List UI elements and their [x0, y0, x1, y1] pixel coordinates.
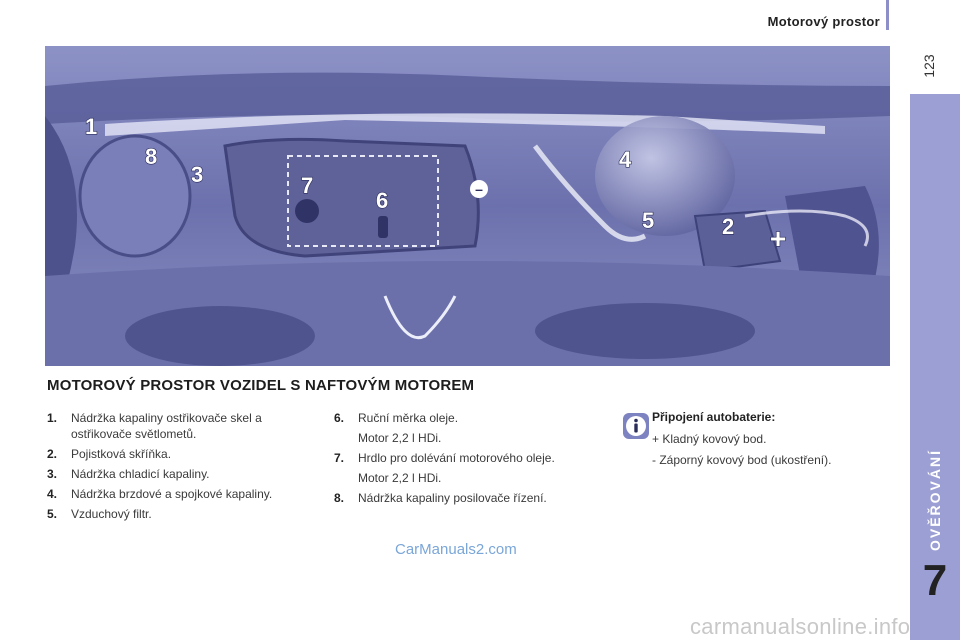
component-list-right: 6. Ruční měrka oleje. Motor 2,2 l HDi. 7… — [334, 410, 604, 510]
left-headlamp-bay — [125, 306, 315, 366]
engine-bay-illustration: – + 1 8 3 7 6 4 5 2 — [45, 46, 890, 366]
list-item-text: Vzduchový filtr. — [71, 507, 152, 521]
watermark-link[interactable]: CarManuals2.com — [395, 541, 517, 558]
callout-5: 5 — [642, 208, 654, 233]
component-list-left: 1. Nádržka kapaliny ostřikovače skel a o… — [47, 410, 307, 526]
dipstick-handle — [378, 216, 388, 238]
right-headlamp-bay — [535, 303, 755, 359]
info-line-positive: + Kladný kovový bod. — [652, 432, 767, 446]
callout-2: 2 — [722, 214, 734, 239]
footer-watermark: carmanualsonline.info — [690, 614, 911, 639]
callout-1: 1 — [85, 114, 97, 139]
list-item-text: Nádržka chladicí kapaliny. — [71, 467, 210, 481]
dipstick-loop — [383, 295, 457, 339]
list-item: 8. Nádržka kapaliny posilovače řízení. — [334, 490, 604, 506]
list-item-text: Nádržka kapaliny ostřikovače skel a ostř… — [71, 411, 262, 441]
list-item-number: 4. — [47, 487, 58, 501]
list-item-number: 3. — [47, 467, 58, 481]
info-heading: Připojení autobaterie: — [652, 410, 776, 424]
list-item-number: 8. — [334, 491, 345, 505]
list-item: 5. Vzduchový filtr. — [47, 506, 307, 522]
list-item-note: Motor 2,2 l HDi. — [358, 471, 442, 485]
list-item: 4. Nádržka brzdové a spojkové kapaliny. — [47, 486, 307, 502]
list-item-text: Hrdlo pro dolévání motorového oleje. — [358, 451, 555, 465]
list-item-number: 2. — [47, 447, 58, 461]
list-item-text: Pojistková skříňka. — [71, 447, 172, 461]
list-item: 7. Hrdlo pro dolévání motorového oleje. — [334, 450, 604, 466]
list-item-number: 6. — [334, 411, 345, 425]
list-item: 6. Ruční měrka oleje. — [334, 410, 604, 426]
negative-terminal-symbol: – — [475, 181, 483, 197]
oil-filler-cap — [295, 199, 319, 223]
list-item-text: Nádržka brzdové a spojkové kapaliny. — [71, 487, 273, 501]
list-item: 3. Nádržka chladicí kapaliny. — [47, 466, 307, 482]
cable-2 — [744, 209, 869, 247]
callout-4: 4 — [619, 147, 632, 172]
list-item: 1. Nádržka kapaliny ostřikovače skel a o… — [47, 410, 307, 442]
callout-3: 3 — [191, 162, 203, 187]
running-header: Motorový prostor — [767, 14, 880, 29]
list-item-number: 7. — [334, 451, 345, 465]
cable-1 — [533, 144, 647, 242]
oil-area-highlight — [287, 155, 439, 247]
chapter-label: OVĚŘOVÁNÍ — [927, 448, 943, 552]
washer-reservoir — [78, 134, 192, 258]
list-item-text: Ruční měrka oleje. — [358, 411, 459, 425]
positive-terminal-symbol: + — [770, 223, 786, 254]
header-divider — [886, 0, 889, 30]
negative-terminal-icon — [470, 180, 488, 198]
section-title: MOTOROVÝ PROSTOR VOZIDEL S NAFTOVÝM MOTO… — [47, 377, 475, 394]
fuse-box — [693, 209, 782, 273]
list-item-note: Motor 2,2 l HDi. — [358, 431, 442, 445]
battery-connection-info: Připojení autobaterie: + Kladný kovový b… — [652, 409, 831, 473]
callout-8: 8 — [145, 144, 157, 169]
callout-7: 7 — [301, 173, 313, 198]
callout-6: 6 — [376, 188, 388, 213]
cowl-panel — [45, 72, 890, 124]
info-icon — [623, 413, 649, 439]
list-item-text: Nádržka kapaliny posilovače řízení. — [358, 491, 547, 505]
list-item-number: 1. — [47, 411, 58, 425]
brake-reservoir — [595, 116, 735, 236]
page-number: 123 — [921, 54, 937, 78]
chapter-side-tab — [910, 94, 960, 640]
list-item-number: 5. — [47, 507, 58, 521]
list-item: 2. Pojistková skříňka. — [47, 446, 307, 462]
info-line-negative: - Záporný kovový bod (ukostření). — [652, 453, 832, 467]
chapter-number: 7 — [922, 556, 948, 605]
